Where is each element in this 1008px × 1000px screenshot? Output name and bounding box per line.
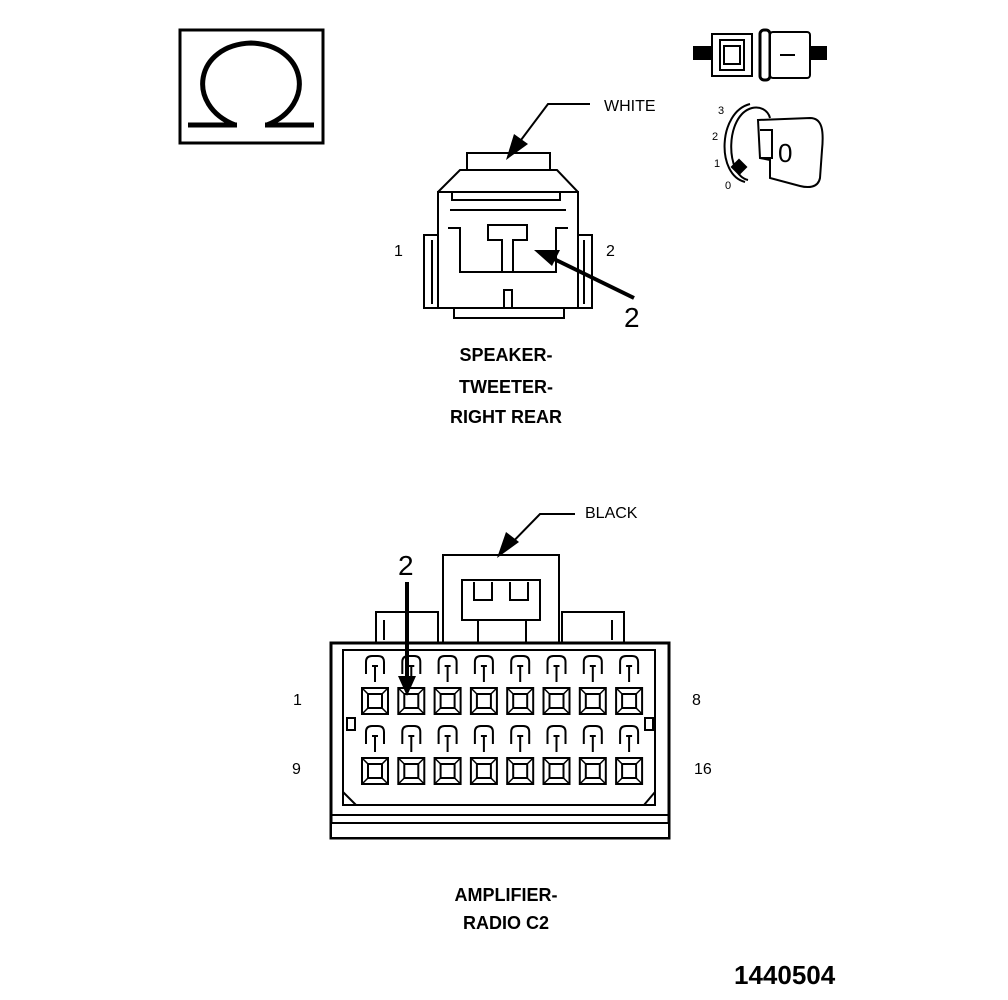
tweeter-connector: [423, 152, 593, 319]
amplifier-pin2-callout-arrow: [398, 582, 416, 696]
ignition-position-1: 1: [714, 158, 721, 170]
ignition-key-label: 0: [778, 138, 793, 168]
pin-cavity-11: [433, 725, 462, 785]
amplifier-color-label: BLACK: [585, 505, 638, 522]
pin-cavity-2: [397, 655, 426, 715]
pin-cavity-7: [578, 655, 607, 715]
pin-cavity-13: [506, 725, 535, 785]
tweeter-pin-2-label: 2: [606, 243, 615, 260]
amplifier-callout-pin-number: 2: [398, 550, 414, 581]
pin-cavity-12: [469, 725, 498, 785]
tweeter-caption-line3: RIGHT REAR: [450, 407, 562, 427]
pin-cavity-1: [361, 655, 389, 715]
pin-cavity-8: [615, 655, 644, 715]
ignition-key-icon: [723, 103, 824, 188]
tweeter-pin-1-label: 1: [394, 243, 403, 260]
amplifier-connector: [329, 554, 671, 840]
ignition-position-0: 0: [725, 180, 732, 192]
amplifier-pin-grid: [361, 655, 644, 785]
pin-cavity-14: [542, 725, 571, 785]
amplifier-row1-end-label: 8: [692, 692, 701, 709]
tweeter-color-callout: [506, 103, 590, 160]
amplifier-caption-line1: AMPLIFIER-: [454, 885, 558, 905]
ignition-position-3: 3: [718, 105, 725, 117]
tweeter-color-label: WHITE: [604, 98, 656, 115]
tweeter-pin2-callout-arrow: [534, 250, 635, 300]
pin-cavity-3: [433, 655, 462, 715]
tweeter-callout-pin-number: 2: [624, 302, 640, 333]
amplifier-caption-line2: RADIO C2: [462, 913, 549, 933]
amplifier-row2-end-label: 16: [694, 761, 712, 778]
pin-cavity-6: [542, 655, 571, 715]
pin-cavity-5: [506, 655, 535, 715]
ohm-symbol-icon: [178, 28, 325, 145]
connector-probe-icon: [693, 28, 827, 82]
pin-cavity-9: [361, 725, 389, 785]
tweeter-caption-line2: TWEETER-: [459, 377, 553, 397]
amplifier-color-callout: [497, 513, 575, 558]
amplifier-row1-start-label: 1: [293, 692, 302, 709]
tweeter-caption-line1: SPEAKER-: [459, 345, 553, 365]
amplifier-row2-start-label: 9: [292, 761, 301, 778]
pin-cavity-15: [578, 725, 607, 785]
ignition-position-2: 2: [712, 131, 719, 143]
figure-id: 1440504: [734, 960, 836, 990]
pin-cavity-16: [615, 725, 644, 785]
pin-cavity-10: [397, 725, 426, 785]
pin-cavity-4: [469, 655, 498, 715]
